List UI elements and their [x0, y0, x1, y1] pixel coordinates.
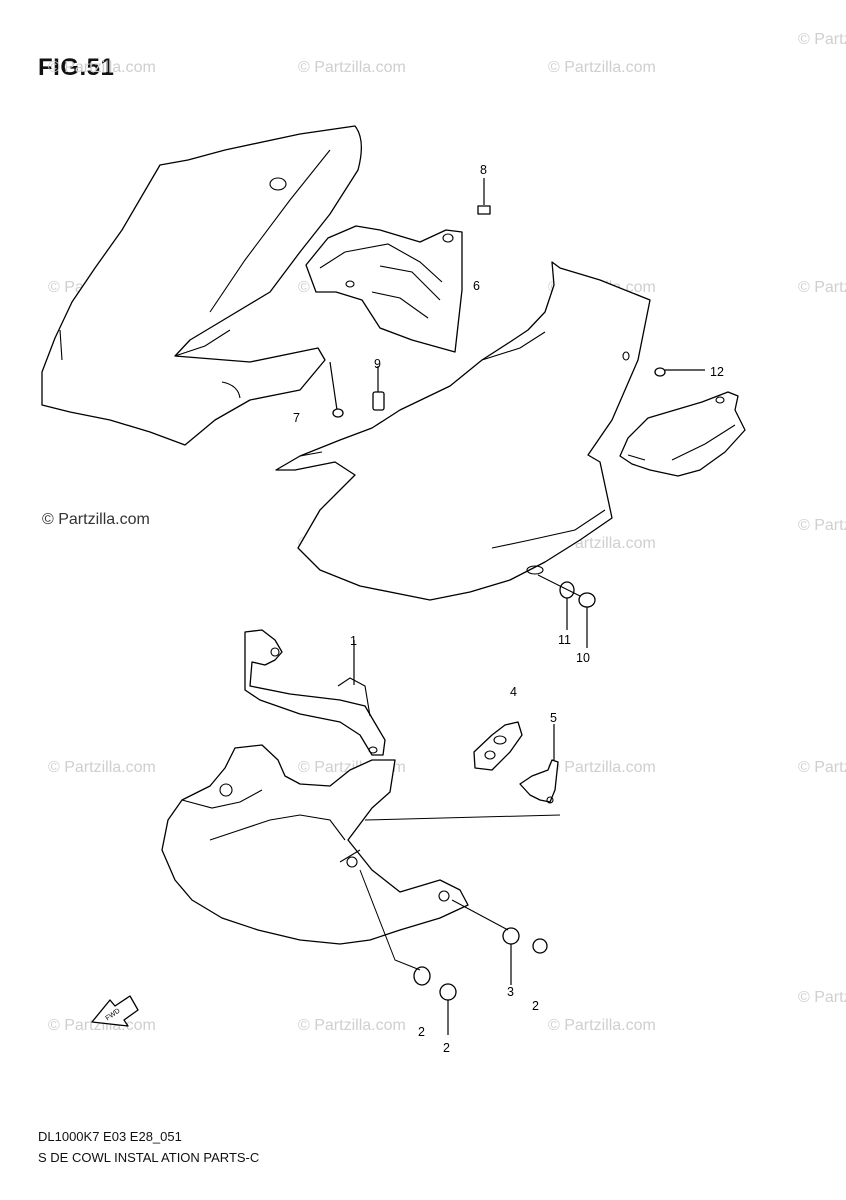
callout-11: 11 [558, 633, 571, 647]
watermark: © Partzilla.com [48, 759, 156, 776]
part-5-stay [519, 724, 559, 804]
watermark: © Partzilla.com [48, 1017, 156, 1034]
callout-9: 9 [374, 357, 381, 371]
callout-2b: 2 [443, 1041, 450, 1055]
watermark: © Partzilla.com [298, 59, 406, 76]
diagram-caption: S DE COWL INSTAL ATION PARTS-C [38, 1150, 260, 1165]
part-2-screw-lower [359, 869, 457, 1035]
watermark: © Partzilla.com [798, 759, 846, 776]
callout-6: 6 [473, 279, 480, 293]
part-3-grommet [502, 927, 520, 985]
part-3-grommet-lower [413, 966, 431, 986]
callout-12: 12 [710, 365, 724, 379]
callout-10: 10 [576, 651, 590, 665]
callout-3: 3 [507, 985, 514, 999]
part-10-screw [537, 574, 596, 648]
watermark: © Partzilla.com [548, 759, 656, 776]
watermark: © Partzilla.com [48, 59, 156, 76]
part-2-screw-upper [451, 899, 548, 954]
watermark: © Partzilla.com [798, 989, 846, 1006]
watermark: © Partzilla.com [798, 31, 846, 48]
part-1-bracket [244, 629, 386, 756]
lower-cowl [161, 744, 561, 945]
watermark: © Partzilla.com [798, 279, 846, 296]
part-7-side-cowl [41, 125, 362, 446]
callout-7: 7 [293, 411, 300, 425]
watermark-prominent: © Partzilla.com [42, 511, 150, 528]
callouts: 1 2 2 2 3 4 5 6 7 8 9 10 11 12 [293, 163, 724, 1055]
part-7-bolt [329, 361, 344, 418]
part-6-inner-panel [305, 225, 463, 353]
callout-1: 1 [350, 634, 357, 648]
main-side-cowl [275, 261, 651, 601]
callout-4: 4 [510, 685, 517, 699]
callout-2c: 2 [532, 999, 539, 1013]
part-9-clip [372, 366, 385, 411]
part-4-bracket [473, 721, 523, 771]
callout-2a: 2 [418, 1025, 425, 1039]
part-12-screw [654, 367, 705, 377]
figure-title: FIG.51 [38, 54, 115, 81]
watermark: © Partzilla.com [548, 59, 656, 76]
watermark: © Partzilla.com [548, 1017, 656, 1034]
forward-arrow-icon: FWD [91, 995, 139, 1027]
callout-8: 8 [480, 163, 487, 177]
part-8-screw [477, 178, 491, 215]
right-cover-piece [619, 391, 746, 477]
diagram-code: DL1000K7 E03 E28_051 [38, 1129, 182, 1144]
callout-5: 5 [550, 711, 557, 725]
watermark: © Partzilla.com [298, 1017, 406, 1034]
watermark: © Partzilla.com [798, 517, 846, 534]
